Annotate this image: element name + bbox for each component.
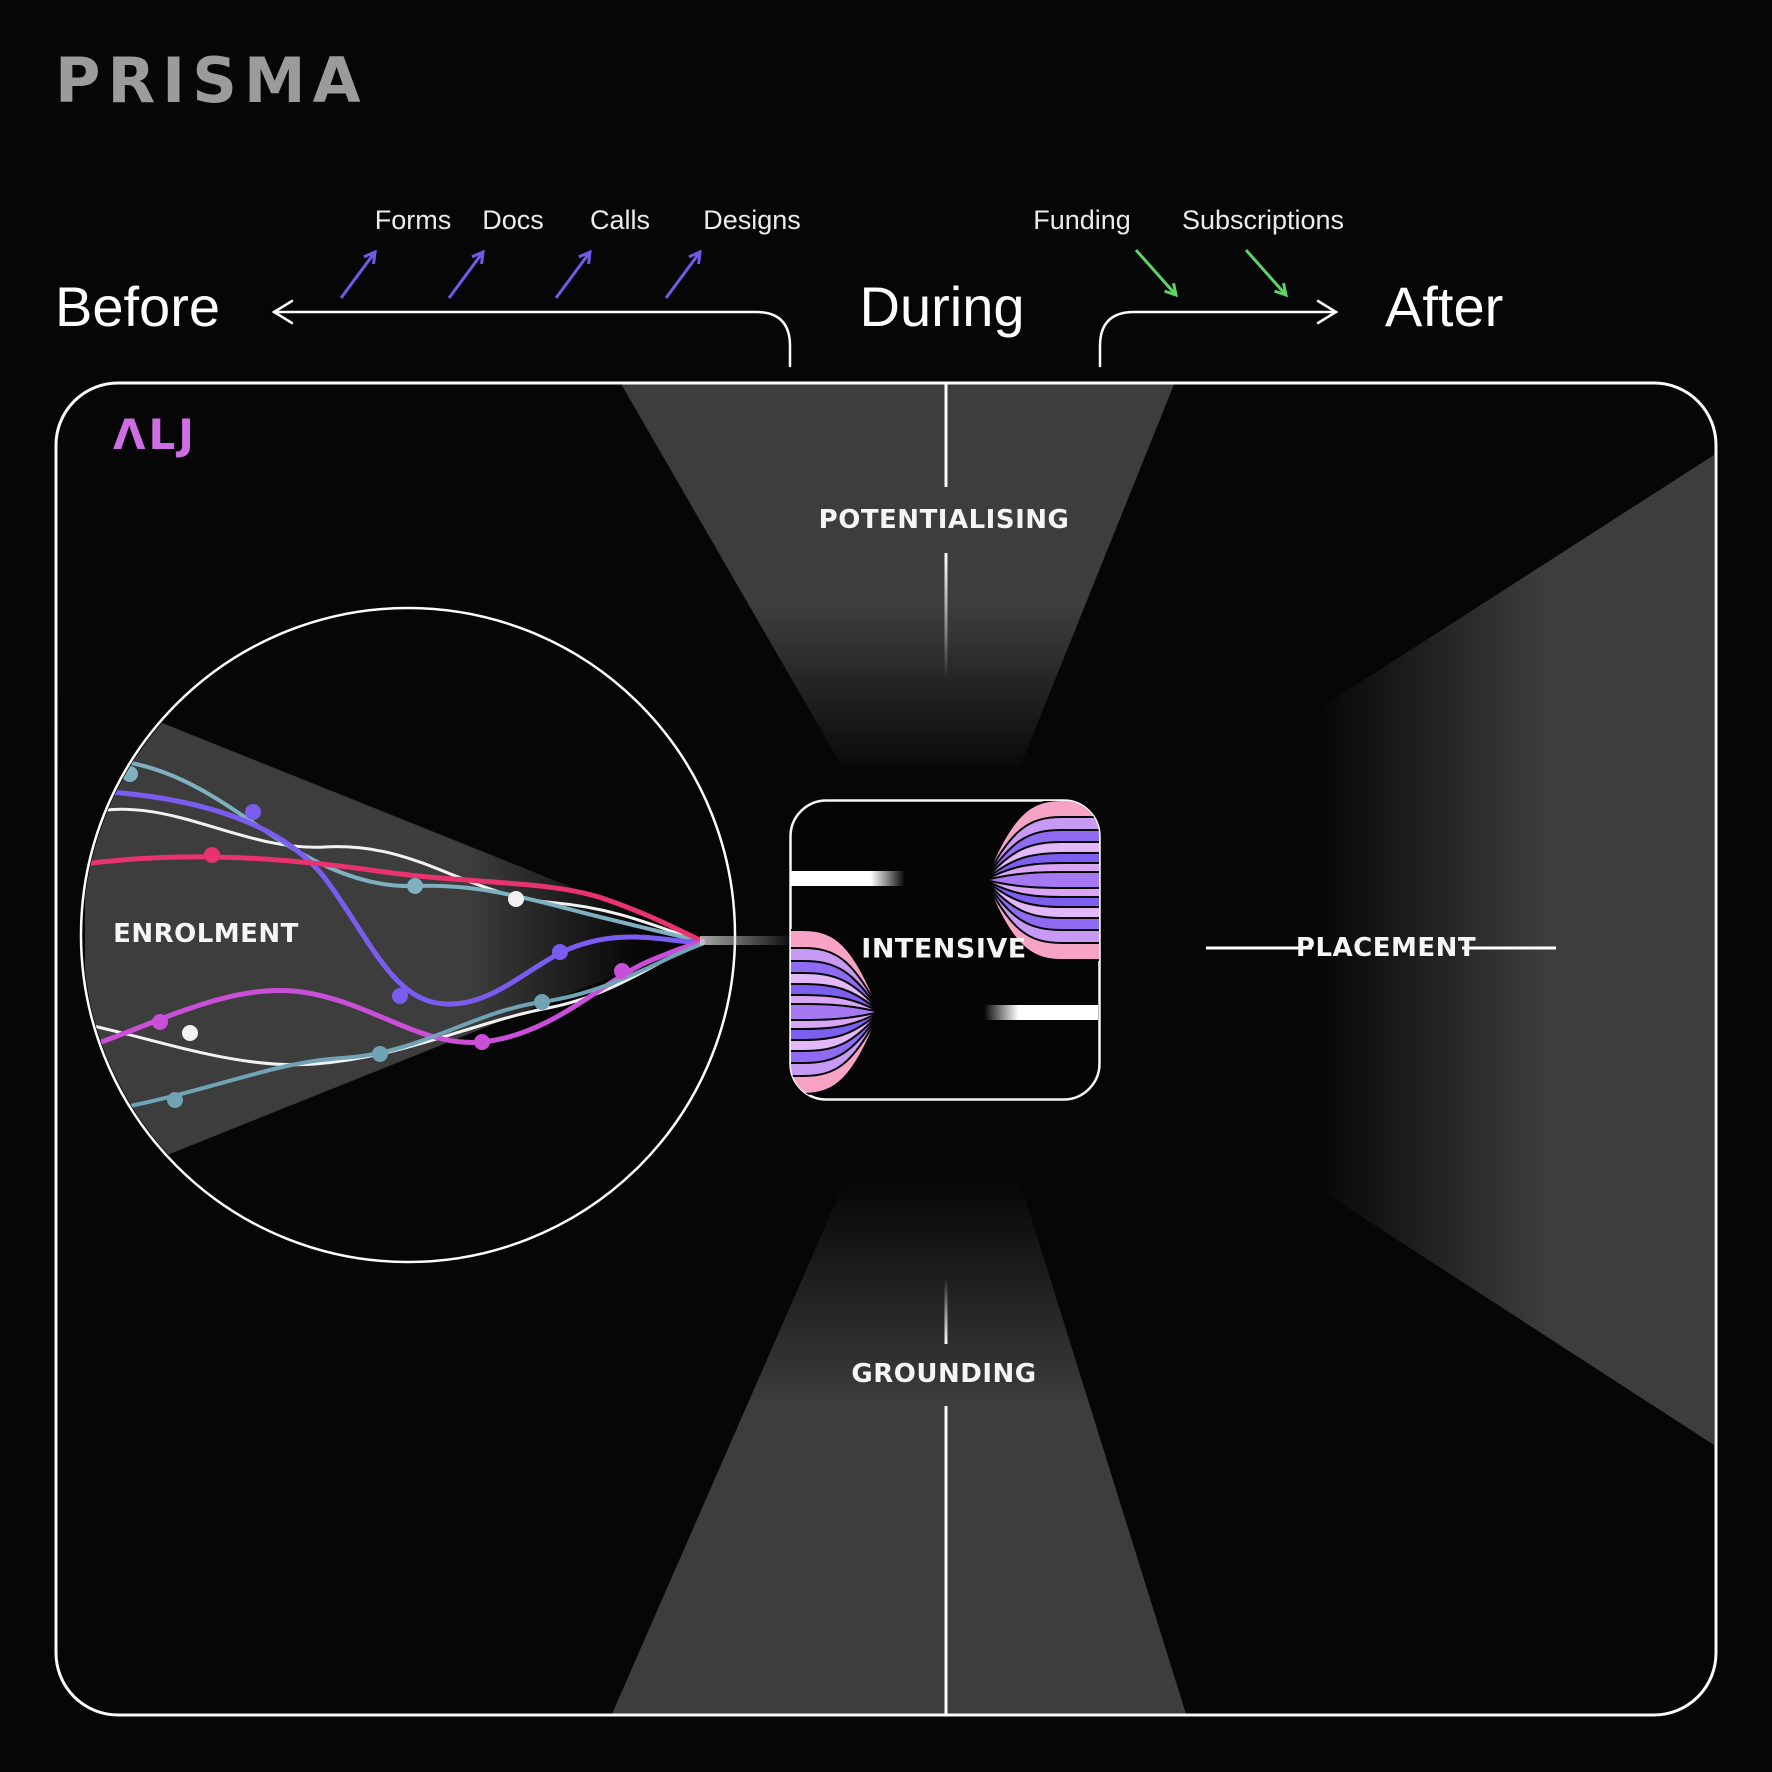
up-right-arrow-icon xyxy=(554,249,592,299)
white-bar-right xyxy=(984,1005,1098,1020)
right-wedge xyxy=(947,455,1714,1445)
timeline-after-label: After xyxy=(1385,275,1504,338)
left-arrowhead-icon xyxy=(271,299,294,325)
stage-enrolment: ENROLMENT xyxy=(113,919,299,949)
stage-potentialising: POTENTIALISING xyxy=(818,505,1070,535)
enrolment-circle-group xyxy=(79,606,792,1264)
flow-line-purple xyxy=(107,789,705,1007)
alj-brand: ΛLJ xyxy=(113,410,197,459)
timeline-connectors xyxy=(271,299,1339,368)
timeline-line-before xyxy=(272,310,792,368)
timeline-during-label: During xyxy=(859,275,1025,338)
enrolment-circle-outline xyxy=(79,606,737,1264)
stage-intensive: INTENSIVE xyxy=(861,933,1027,965)
timeline-before-label: Before xyxy=(55,275,220,338)
fan-bottom-left xyxy=(791,929,883,1095)
after-flow-arrows xyxy=(1134,249,1289,298)
stage-grounding: GROUNDING xyxy=(851,1359,1037,1389)
flow-item-docs: Docs xyxy=(482,205,544,235)
up-right-arrow-icon xyxy=(664,249,702,299)
flow-line-magenta xyxy=(83,939,706,1051)
stage-lines xyxy=(944,384,1556,1715)
before-flow-arrows xyxy=(339,249,702,299)
top-wedge xyxy=(620,383,1175,948)
flow-line-teal-b xyxy=(98,942,704,1114)
flow-item-funding: Funding xyxy=(1033,205,1131,235)
flow-line-white-a xyxy=(83,807,705,943)
flow-line-dots xyxy=(122,766,630,1108)
panel-outline xyxy=(54,381,1718,1717)
flow-item-designs: Designs xyxy=(703,205,801,235)
flow-line-teal-a xyxy=(83,756,705,943)
flow-item-subscriptions: Subscriptions xyxy=(1181,205,1345,235)
white-bar-left xyxy=(791,871,905,886)
flow-item-forms: Forms xyxy=(374,205,452,235)
bottom-wedge xyxy=(612,948,1186,1714)
stage-placement: PLACEMENT xyxy=(1295,933,1477,963)
prisma-logo: PRISMA xyxy=(55,44,368,117)
up-right-arrow-icon xyxy=(339,249,377,299)
fan-top-right xyxy=(982,801,1099,961)
right-arrowhead-icon xyxy=(1316,299,1339,325)
down-right-arrow-icon xyxy=(1244,249,1289,298)
flow-item-calls: Calls xyxy=(589,205,651,235)
panel-graphics xyxy=(79,383,1714,1715)
intensive-box xyxy=(789,799,1101,1101)
down-right-arrow-icon xyxy=(1134,249,1179,298)
converged-tail xyxy=(700,936,792,945)
up-right-arrow-icon xyxy=(447,249,485,299)
timeline-line-after xyxy=(1098,310,1338,368)
flow-line-white-b xyxy=(83,941,704,1067)
enrolment-cone xyxy=(85,692,703,1188)
